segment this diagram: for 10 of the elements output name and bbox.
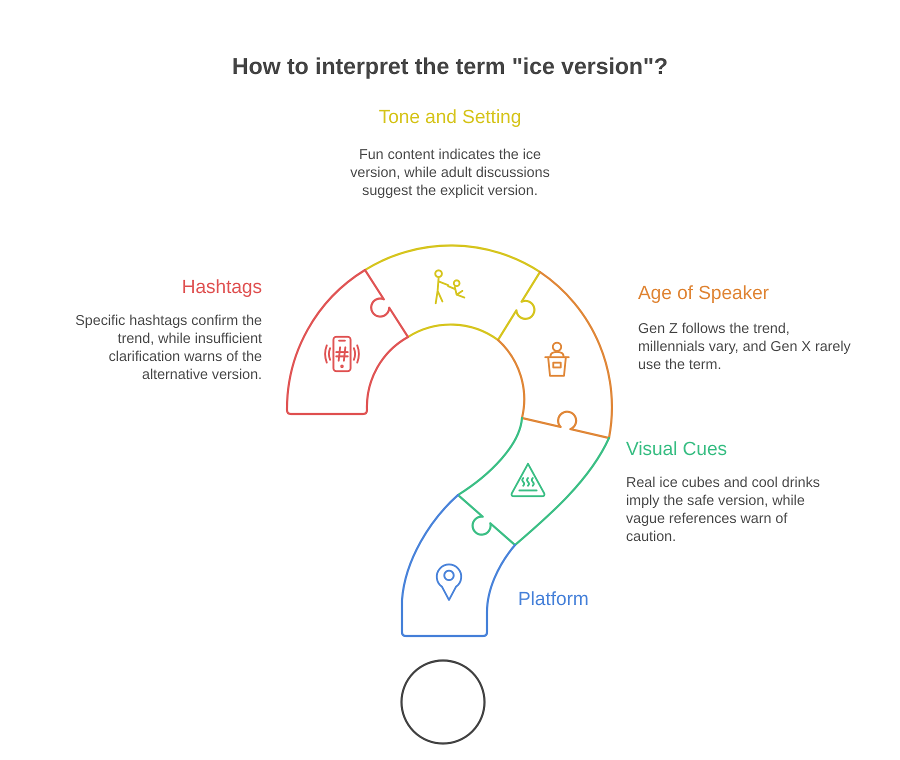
section-heading: Tone and Setting [378,106,522,130]
section-heading: Age of Speaker [638,282,769,306]
diagram-title: How to interpret the term "ice version"? [232,52,668,81]
description-text: Real ice cubes and cool drinks imply the safe version, while vague references warn of caution. [626,474,821,546]
section-heading: Platform [518,588,589,612]
section-heading: Visual Cues [626,438,728,462]
description-text: Specific hashtags confirm the trend, while insufficient clarification warns of the alternative version. [74,312,262,384]
description-text: Gen Z follows the trend, millennials vary, and Gen X rarely use the term. [638,320,852,374]
section-heading: Hashtags [182,276,262,300]
description-text: Fun content indicates the ice version, while adult discussions suggest the explicit version. [349,146,551,200]
